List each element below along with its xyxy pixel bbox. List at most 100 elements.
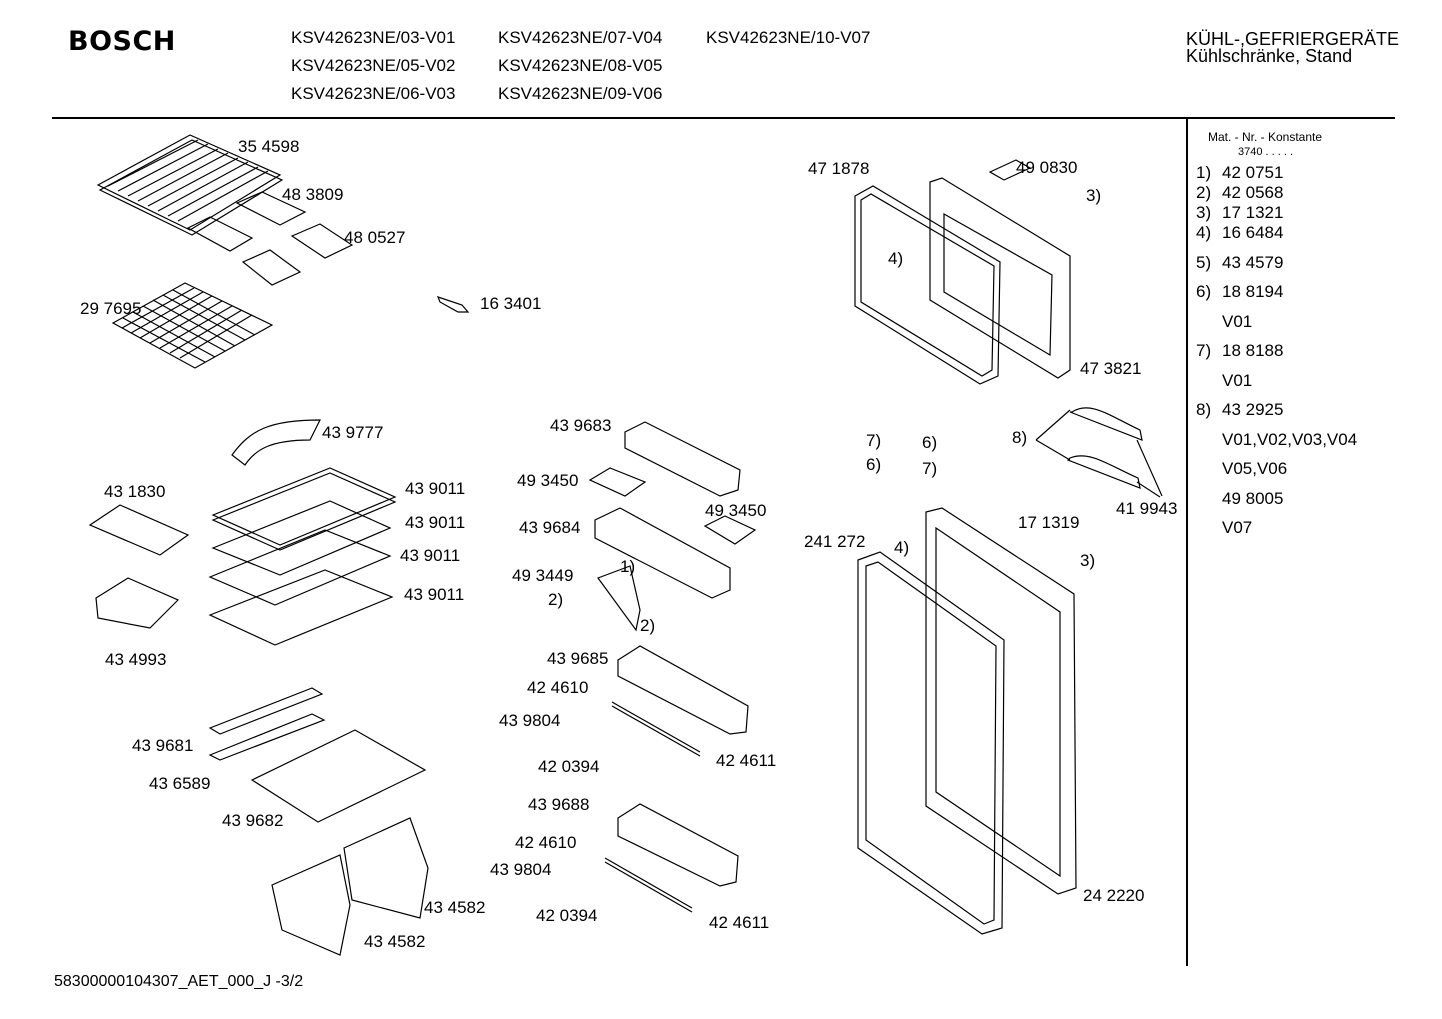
legend-value: V01 (1222, 312, 1253, 331)
part-number-label: 43 9011 (404, 585, 465, 604)
product-category: KÜHL-,GEFRIERGERÄTE Kühlschränke, Stand (1186, 29, 1400, 65)
header-rule (52, 117, 1395, 119)
part-number-label: 43 6589 (149, 774, 211, 793)
door-bins-drawing (588, 421, 757, 913)
grid-rack-drawing (111, 282, 274, 369)
legend-key: 7) (1196, 341, 1212, 360)
model-number: KSV42623NE/09-V06 (498, 84, 663, 103)
part-number-label: 43 1830 (104, 482, 166, 501)
legend-key: 5) (1196, 253, 1212, 272)
part-number-label: 16 3401 (480, 294, 542, 313)
part-number-label: 2) (548, 590, 564, 609)
legend-header-value: 3740 . . . . . (1238, 146, 1294, 158)
legend-value: 43 2925 (1222, 400, 1284, 419)
legend-value: 43 4579 (1222, 253, 1284, 272)
legend-item: V07 (1222, 518, 1252, 538)
legend-item: 1) 42 0751 (1196, 163, 1283, 183)
legend-value: 42 0568 (1222, 183, 1284, 202)
model-number: KSV42623NE/03-V01 (291, 28, 456, 47)
legend-value: V07 (1222, 518, 1253, 537)
part-number-label: 43 9682 (222, 811, 284, 830)
category-line-1: KÜHL-,GEFRIERGERÄTE (1186, 29, 1400, 49)
legend-item: V01,V02,V03,V04 (1222, 430, 1357, 450)
legend-item: 8) 43 2925 (1196, 400, 1283, 420)
part-number-label: 49 3449 (512, 566, 574, 585)
legend-item: V01 (1222, 371, 1252, 391)
part-number-label: 6) (866, 455, 882, 474)
part-number-label: 7) (922, 459, 938, 478)
part-number-label: 42 0394 (538, 757, 600, 776)
part-number-label: 43 9011 (405, 513, 466, 532)
part-number-label: 49 0830 (1016, 158, 1078, 177)
legend-value: 49 8005 (1222, 489, 1284, 508)
part-number-label: 7) (866, 431, 882, 450)
legend-key: 2) (1196, 183, 1212, 202)
model-number: KSV42623NE/07-V04 (498, 28, 663, 47)
legend-value: 17 1321 (1222, 203, 1284, 222)
legend-item: 2) 42 0568 (1196, 183, 1283, 203)
part-number-label: 42 4610 (527, 678, 589, 697)
wire-shelf-drawing (96, 134, 284, 236)
legend-value: 42 0751 (1222, 163, 1284, 182)
part-number-label: 4) (888, 249, 904, 268)
bottom-parts-drawing (208, 687, 429, 956)
part-number-label: 42 4610 (515, 833, 577, 852)
part-number-label: 2) (640, 616, 656, 635)
legend-item: 4) 16 6484 (1196, 223, 1283, 243)
part-number-label: 42 4611 (716, 751, 777, 770)
part-number-label: 35 4598 (238, 137, 300, 156)
legend-key: 8) (1196, 400, 1212, 419)
ice-trays-drawing (186, 191, 354, 286)
part-number-label: 43 9804 (499, 711, 561, 730)
part-number-label: 43 9804 (490, 860, 552, 879)
part-number-label: 43 9688 (528, 795, 590, 814)
part-number-label: 41 9943 (1116, 499, 1178, 518)
legend-key: 3) (1196, 203, 1212, 222)
part-number-label: 47 3821 (1080, 359, 1142, 378)
part-number-label: 43 9011 (400, 546, 461, 565)
part-number-label: 43 9681 (132, 736, 194, 755)
part-number-label: 3) (1080, 551, 1096, 570)
legend-item: 7) 18 8188 (1196, 341, 1283, 361)
legend-item: 49 8005 (1222, 489, 1283, 509)
part-number-label: 43 9684 (519, 518, 581, 537)
document-id: 58300000104307_AET_000_J -3/2 (54, 973, 304, 990)
part-number-label: 3) (1086, 186, 1102, 205)
legend-header: Mat. - Nr. - Konstante (1208, 130, 1323, 144)
part-number-label: 48 0527 (344, 228, 406, 247)
part-number-label: 29 7695 (80, 299, 142, 318)
scraper-drawing (436, 296, 470, 313)
legend-value: 18 8194 (1222, 282, 1284, 301)
model-number: KSV42623NE/05-V02 (291, 56, 456, 75)
part-number-label: 47 1878 (808, 159, 870, 178)
part-number-label: 241 272 (804, 532, 866, 551)
crisper-drawing (88, 504, 190, 629)
legend-item: V05,V06 (1222, 459, 1287, 479)
part-number-label: 42 0394 (536, 906, 598, 925)
legend-key: 4) (1196, 223, 1212, 242)
model-number: KSV42623NE/06-V03 (291, 84, 456, 103)
model-number: KSV42623NE/08-V05 (498, 56, 663, 75)
part-number-label: 43 4582 (424, 898, 486, 917)
legend-value: V01,V02,V03,V04 (1222, 430, 1358, 449)
legend-divider (1186, 119, 1188, 966)
legend-key: 1) (1196, 163, 1212, 182)
part-number-label: 17 1319 (1018, 513, 1080, 532)
model-number: KSV42623NE/10-V07 (706, 28, 871, 47)
legend-item: 3) 17 1321 (1196, 203, 1283, 223)
part-number-label: 4) (894, 538, 910, 557)
handles-drawing (1035, 407, 1163, 498)
legend-value: 16 6484 (1222, 223, 1284, 242)
legend-value: 18 8188 (1222, 341, 1284, 360)
part-number-label: 43 9777 (322, 423, 384, 442)
part-number-label: 8) (1012, 428, 1028, 447)
part-number-label: 43 4993 (105, 650, 167, 669)
part-number-label: 43 9011 (405, 479, 466, 498)
legend-key: 6) (1196, 282, 1212, 301)
part-number-label: 49 3450 (517, 471, 579, 490)
brand-logo: BOSCH (68, 26, 176, 57)
part-number-label: 43 9683 (550, 416, 612, 435)
part-number-label: 6) (922, 433, 938, 452)
legend-value: V01 (1222, 371, 1253, 390)
